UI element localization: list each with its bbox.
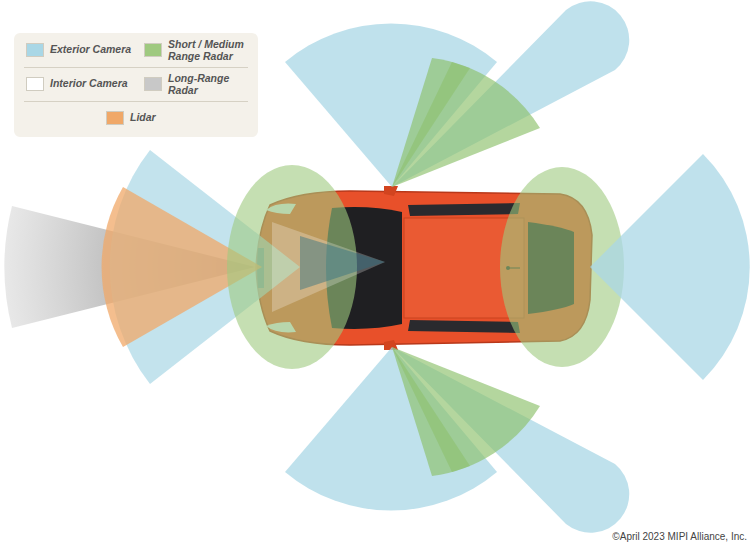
legend-label: Long-Range Radar bbox=[168, 72, 252, 96]
legend-divider bbox=[24, 67, 248, 68]
sensor-coverage bbox=[4, 1, 749, 532]
legend-divider bbox=[24, 101, 248, 102]
legend-swatch bbox=[106, 111, 124, 125]
legend-swatch bbox=[144, 43, 162, 57]
legend-label: Interior Camera bbox=[50, 77, 140, 89]
copyright-note: ©April 2023 MIPI Alliance, Inc. bbox=[612, 531, 747, 542]
legend-swatch bbox=[26, 77, 44, 91]
legend-swatch bbox=[26, 43, 44, 57]
legend-label: Exterior Camera bbox=[50, 43, 140, 55]
legend-label: Short / Medium Range Radar bbox=[168, 38, 252, 62]
legend-label: Lidar bbox=[130, 111, 220, 123]
legend-box: Exterior Camera Short / Medium Range Rada… bbox=[14, 33, 258, 137]
legend-swatch bbox=[144, 77, 162, 91]
